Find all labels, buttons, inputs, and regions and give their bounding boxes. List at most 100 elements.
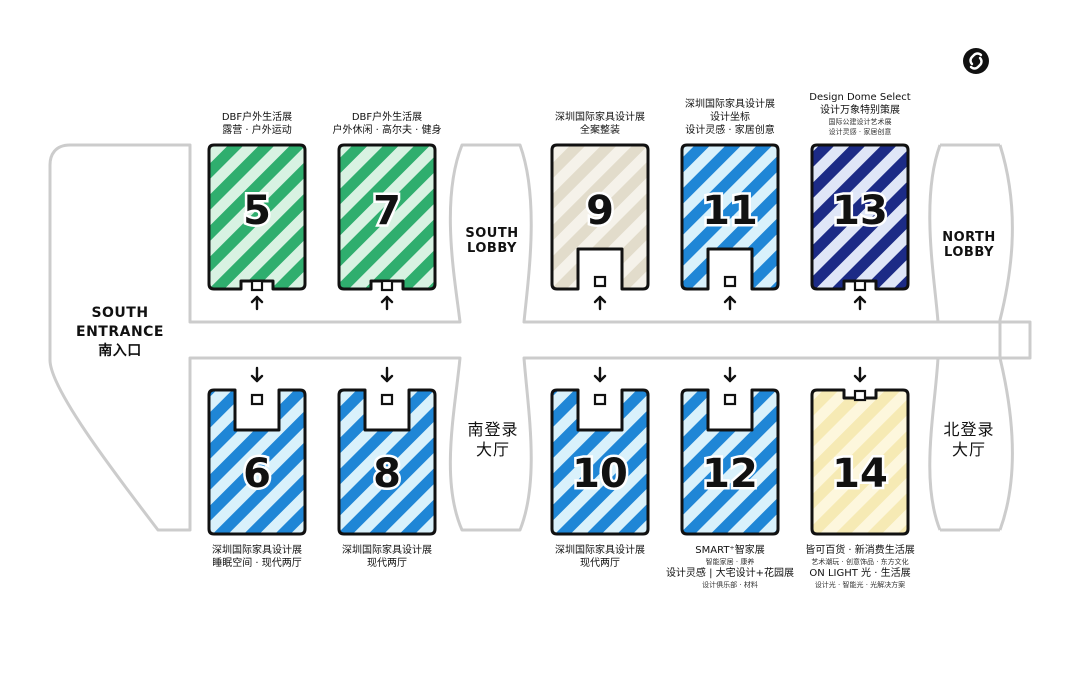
south-lobby-cn-line1: 南登录	[467, 420, 519, 439]
arrow-up-icon	[853, 295, 867, 311]
hall-9-label: 深圳国际家具设计展全案整装	[520, 111, 680, 137]
hall-14-small2-0: 设计光 · 智能光 · 光解决方案	[814, 581, 906, 589]
north-lobby-line1: NORTH	[942, 230, 996, 245]
hall-11-label: 深圳国际家具设计展设计坐标设计灵感 · 家居创意	[650, 98, 810, 137]
hall-10-door-icon	[593, 393, 607, 406]
hall-10-block	[550, 388, 650, 536]
hall-8-number: 8	[373, 451, 401, 497]
hall-11-block	[680, 143, 780, 291]
hall-8-block	[337, 388, 437, 536]
hall-6-line-0: 深圳国际家具设计展	[212, 545, 302, 556]
south-entrance-line3: 南入口	[98, 343, 142, 359]
corridors	[48, 143, 1032, 532]
south-lobby-cn-label: 南登录 大厅	[458, 420, 528, 460]
upper-left-corridor	[70, 143, 1032, 360]
south-lobby-label: SOUTH LOBBY	[460, 226, 524, 256]
hall-13-line-1: 设计万象特别策展	[820, 105, 900, 116]
hall-14-small-0: 艺术潮玩 · 创意饰品 · 东方文化	[811, 558, 909, 566]
hall-6[interactable]: 6	[207, 366, 307, 536]
north-lobby-outline	[928, 143, 1014, 532]
north-lobby-line2: LOBBY	[944, 245, 994, 260]
hall-9-line-0: 深圳国际家具设计展	[555, 112, 645, 123]
arrow-down-icon	[380, 366, 394, 383]
north-lobby-label: NORTH LOBBY	[934, 230, 1004, 260]
hall-8-line-0: 深圳国际家具设计展	[342, 545, 432, 556]
hall-9-block	[550, 143, 650, 291]
hall-7-line-0: DBF户外生活展	[351, 112, 423, 123]
hall-13-block	[810, 143, 910, 291]
hall-14-door-icon	[853, 389, 867, 402]
hall-9-number: 9	[586, 188, 614, 234]
hall-11-door-icon	[723, 275, 737, 288]
hall-6-line-1: 睡眠空间 · 现代两厅	[212, 558, 302, 569]
entrance-outline	[48, 143, 1000, 532]
hall-5-line-1: 露营 · 户外运动	[222, 125, 292, 136]
hall-8-label: 深圳国际家具设计展现代两厅	[307, 544, 467, 570]
arrow-down-icon	[250, 366, 264, 383]
hall-5-block	[207, 143, 307, 291]
hall-10[interactable]: 10	[550, 366, 650, 536]
hall-9[interactable]: 9	[550, 143, 650, 311]
hall-7-block	[337, 143, 437, 291]
hall-6-number: 6	[243, 451, 271, 497]
north-lobby-cn-line1: 北登录	[943, 420, 995, 439]
hall-7-label: DBF户外生活展户外休闲 · 高尔夫 · 健身	[307, 111, 467, 137]
hall-10-number: 10	[572, 451, 628, 497]
hall-7-number: 7	[373, 188, 401, 234]
arrow-up-icon	[593, 295, 607, 311]
link-logo-icon	[963, 48, 989, 74]
arrow-down-icon	[853, 366, 867, 383]
south-lobby-line2: LOBBY	[467, 241, 517, 256]
hall-12-label: SMART⁺智家展智能家居 · 康养设计灵感 | 大宅设计+花园展设计俱乐部 ·…	[650, 544, 810, 590]
hall-7-line-1: 户外休闲 · 高尔夫 · 健身	[332, 125, 442, 136]
hall-8-door-icon	[380, 393, 394, 406]
hall-12-block	[680, 388, 780, 536]
arrow-down-icon	[593, 366, 607, 383]
hall-6-door-icon	[250, 393, 264, 406]
south-lobby-line1: SOUTH	[465, 226, 519, 241]
hall-12-small-0: 智能家居 · 康养	[705, 558, 755, 566]
south-entrance-line1: SOUTH	[91, 305, 149, 321]
arrow-up-icon	[250, 295, 264, 311]
hall-8[interactable]: 8	[337, 366, 437, 536]
hall-6-block	[207, 388, 307, 536]
hall-12-door-icon	[723, 393, 737, 406]
hall-11-line-2: 设计灵感 · 家居创意	[685, 125, 775, 136]
arrow-down-icon	[723, 366, 737, 383]
hall-11-line-0: 深圳国际家具设计展	[685, 99, 775, 110]
hall-5-label: DBF户外生活展露营 · 户外运动	[177, 111, 337, 137]
hall-6-label: 深圳国际家具设计展睡眠空间 · 现代两厅	[177, 544, 337, 570]
south-entrance-line2: ENTRANCE	[76, 324, 164, 340]
hall-14-block	[810, 388, 910, 536]
hall-11-line-1: 设计坐标	[710, 112, 750, 123]
hall-14-number: 14	[832, 451, 888, 497]
hall-8-line-1: 现代两厅	[367, 558, 407, 569]
hall-13-line-0: Design Dome Select	[809, 92, 911, 103]
hall-12-small2-0: 设计俱乐部 · 材料	[702, 581, 758, 589]
hall-5-number: 5	[243, 188, 271, 234]
hall-5-door-icon	[250, 279, 264, 292]
hall-5[interactable]: 5	[207, 143, 307, 311]
hall-13-small-1: 设计灵感 · 家居创意	[828, 128, 892, 136]
arrow-up-icon	[723, 295, 737, 311]
south-lobby-cn-line2: 大厅	[475, 440, 510, 459]
hall-10-line-0: 深圳国际家具设计展	[555, 545, 645, 556]
hall-9-line-1: 全案整装	[580, 125, 620, 136]
south-entrance-label: SOUTH ENTRANCE 南入口	[70, 304, 170, 361]
hall-7-door-icon	[380, 279, 394, 292]
hall-7[interactable]: 7	[337, 143, 437, 311]
hall-11[interactable]: 11	[680, 143, 780, 311]
hall-13[interactable]: 13	[810, 143, 910, 311]
hall-11-number: 11	[702, 188, 758, 234]
hall-14-line-0: 皆可百货 · 新消费生活展	[805, 545, 915, 556]
halls: 5 7 9 11 13 6 8 10 12 14	[207, 143, 910, 536]
hall-12[interactable]: 12	[680, 366, 780, 536]
hall-12-line2-0: 设计灵感 | 大宅设计+花园展	[665, 568, 795, 579]
north-lobby-cn-label: 北登录 大厅	[934, 420, 1004, 460]
hall-5-line-0: DBF户外生活展	[221, 112, 293, 123]
hall-14[interactable]: 14	[810, 366, 910, 536]
hall-12-line-0: SMART⁺智家展	[695, 545, 765, 556]
